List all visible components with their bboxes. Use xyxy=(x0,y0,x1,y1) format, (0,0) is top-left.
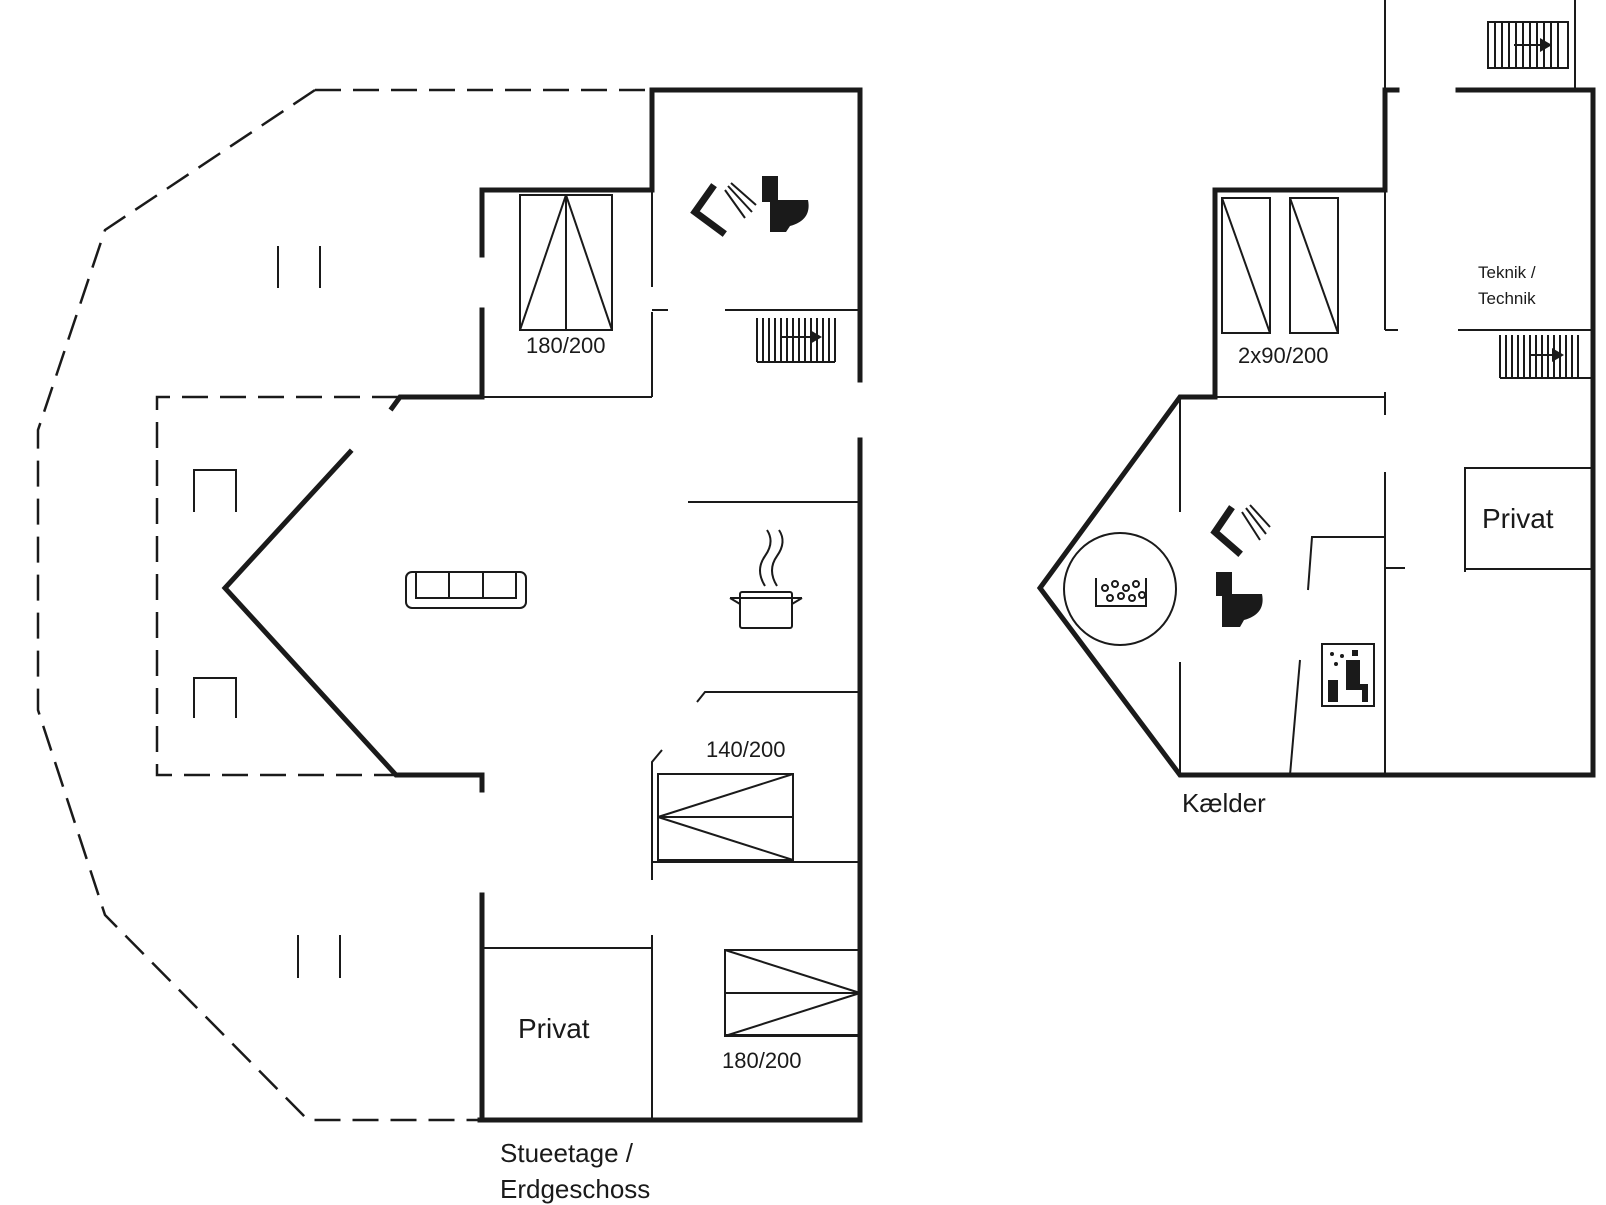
floor-label-line2: Erdgeschoss xyxy=(500,1174,650,1204)
inner-terrace-outline xyxy=(155,395,398,777)
stairs-icon xyxy=(1499,335,1593,379)
private-room-label: Privat xyxy=(518,1013,590,1044)
terrace-outline-left xyxy=(36,88,480,1122)
bed-size-basement: 2x90/200 xyxy=(1238,343,1329,368)
basement-outer-wall xyxy=(1036,87,1596,778)
cooking-pot-icon xyxy=(729,529,803,629)
sofa-icon xyxy=(405,571,527,609)
living-window-wall xyxy=(388,394,485,412)
bathroom-wall xyxy=(479,87,655,258)
bed-size-top: 180/200 xyxy=(526,333,606,358)
private-room-label: Privat xyxy=(1482,503,1554,534)
inner-wall xyxy=(1289,659,1301,776)
window-icon xyxy=(193,469,237,512)
stairs-icon xyxy=(756,318,836,363)
technical-room-label-line2: Technik xyxy=(1478,289,1536,308)
window-icon xyxy=(193,677,237,718)
living-room-angled-wall xyxy=(221,448,485,793)
toilet-icon xyxy=(762,176,809,232)
inner-wall xyxy=(696,691,860,703)
shower-icon xyxy=(690,182,757,237)
double-bed-middle xyxy=(657,773,794,861)
outer-wall-top xyxy=(649,87,863,383)
inner-wall xyxy=(651,749,663,880)
toilet-icon xyxy=(1216,572,1263,627)
shower-icon xyxy=(1210,504,1271,557)
technical-room-label-line1: Teknik / xyxy=(1478,263,1536,282)
hot-tub-icon xyxy=(1063,532,1177,646)
window-icon xyxy=(297,935,341,978)
sauna-icon xyxy=(1321,643,1375,707)
floor-label-line1: Stueetage / xyxy=(500,1138,634,1168)
single-bed-right xyxy=(1289,197,1339,334)
double-bed-top xyxy=(519,194,613,331)
basement-label: Kælder xyxy=(1182,788,1266,818)
single-bed-left xyxy=(1221,197,1271,334)
double-bed-bottom xyxy=(724,949,861,1037)
basement-plan: 2x90/200 Teknik / Technik Priva xyxy=(1036,0,1596,818)
bed-size-bottom: 180/200 xyxy=(722,1048,802,1073)
window-icon xyxy=(277,246,321,288)
bed-size-middle: 140/200 xyxy=(706,737,786,762)
ground-floor-plan: 180/200 140/200 180/200 Privat Stueetage… xyxy=(36,87,863,1204)
inner-wall xyxy=(1307,536,1385,591)
stairs-icon xyxy=(1487,21,1569,69)
